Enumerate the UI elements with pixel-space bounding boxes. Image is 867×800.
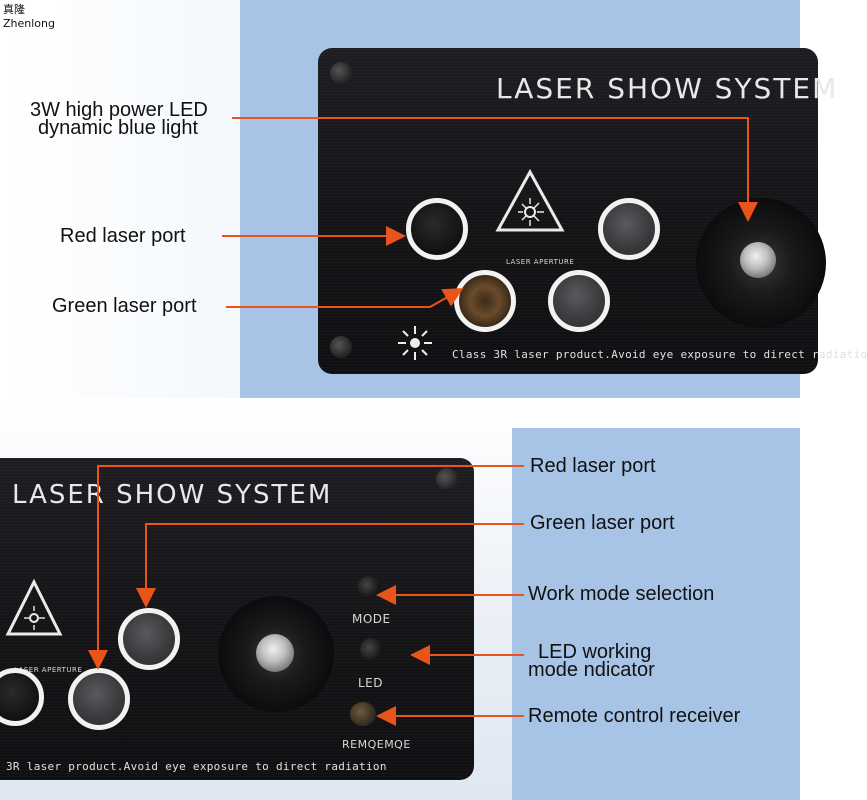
laser-warning-icon (5, 578, 63, 636)
green-laser-port (454, 270, 516, 332)
aperture-label: LASER APERTURE (506, 258, 575, 266)
red-laser-port (406, 198, 468, 260)
callout-led-line2: mode ndicator (528, 659, 655, 681)
aperture-label: LASER APERTURE (14, 666, 83, 674)
side-port (598, 198, 660, 260)
screw-icon (330, 336, 352, 358)
callout-red-port: Red laser port (530, 455, 656, 477)
device-title: LASER SHOW SYSTEM (12, 480, 333, 510)
screw-icon (330, 62, 352, 84)
brand-watermark: 真隆 Zhenlong (0, 0, 62, 36)
led-label: LED (358, 676, 384, 690)
bottom-blue-backdrop (512, 428, 800, 800)
top-laser-device: LASER SHOW SYSTEM LASER APERTURE Class 3… (318, 48, 867, 374)
warning-text: 3R laser product.Avoid eye exposure to d… (6, 760, 387, 773)
remote-label: REMQEMQE (342, 738, 411, 751)
lower-port (548, 270, 610, 332)
watermark-line1: 真隆 (3, 3, 25, 16)
callout-led-line1: 3W high power LED (30, 99, 208, 121)
starburst-icon (398, 326, 432, 360)
remote-receiver (350, 702, 376, 726)
led-bulb (740, 242, 776, 278)
device-title: LASER SHOW SYSTEM (496, 72, 839, 105)
led-indicator (360, 638, 382, 662)
callout-led-line1: LED working (538, 641, 652, 663)
watermark-line2: Zhenlong (3, 17, 55, 30)
callout-mode: Work mode selection (528, 583, 715, 605)
led-bulb (256, 634, 294, 672)
callout-red-port: Red laser port (60, 225, 186, 247)
bottom-laser-device: LASER SHOW SYSTEM LASER APERTURE MODE LE… (0, 458, 474, 780)
red-laser-port (68, 668, 130, 730)
laser-warning-icon (495, 168, 565, 232)
callout-line-green (226, 288, 464, 308)
mode-button[interactable] (358, 576, 380, 598)
callout-line-led (232, 117, 758, 222)
mode-label: MODE (352, 612, 391, 626)
warning-text: Class 3R laser product.Avoid eye exposur… (452, 348, 867, 361)
callout-remote: Remote control receiver (528, 705, 741, 727)
green-laser-port (118, 608, 180, 670)
screw-icon (436, 468, 458, 490)
callout-line-bottom-green (136, 523, 524, 608)
callout-green-port: Green laser port (52, 295, 197, 317)
callout-green-port: Green laser port (530, 512, 675, 534)
callout-led-line2: dynamic blue light (38, 117, 199, 139)
callout-line-bottom-red (88, 465, 524, 670)
callout-lines (88, 117, 758, 726)
